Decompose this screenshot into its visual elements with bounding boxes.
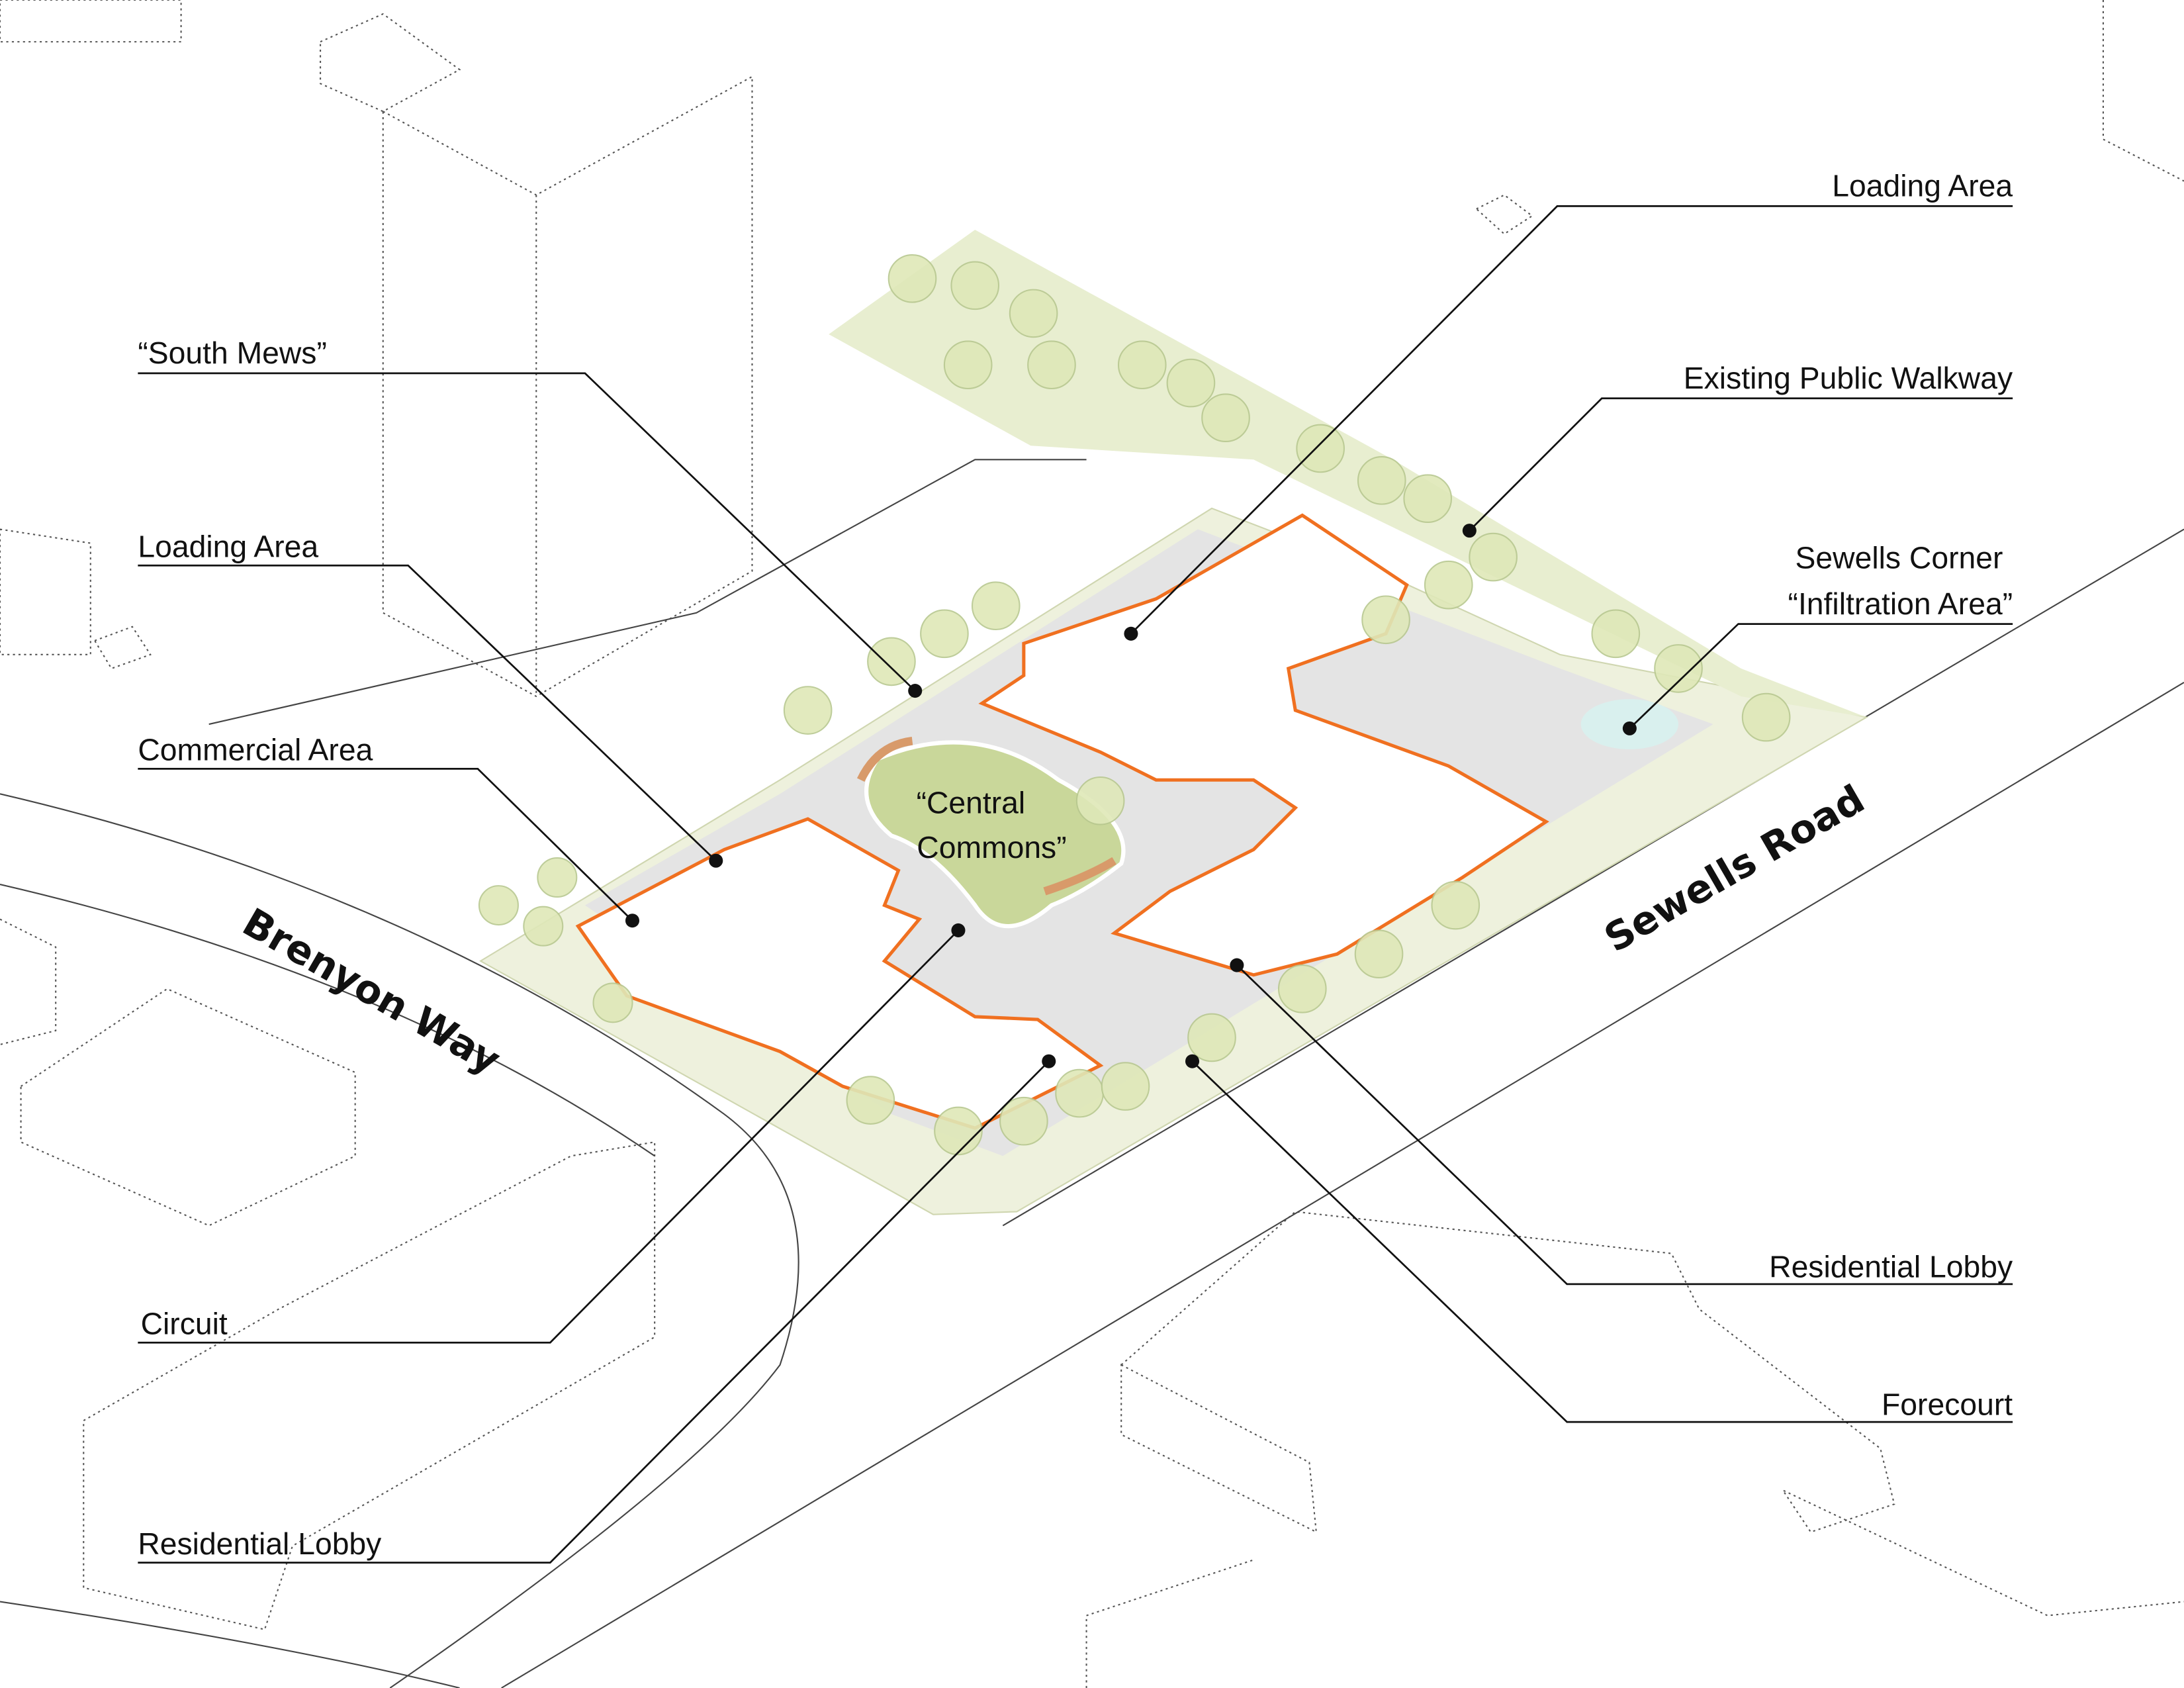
- callout-residential-lobby-left: Residential Lobby: [138, 1054, 1056, 1564]
- building-west: [575, 817, 1104, 1130]
- callout-forecourt: Forecourt: [1185, 1054, 2013, 1423]
- central-commons-green: [864, 740, 1126, 929]
- bench: [1043, 857, 1116, 896]
- site-plan: [478, 230, 1869, 1215]
- label-existing-public-walkway: Existing Public Walkway: [1684, 361, 2013, 395]
- label-central-commons-2: Commons”: [917, 830, 1066, 865]
- label-loading-area-right: Loading Area: [1832, 169, 2013, 203]
- callout-residential-lobby-right: Residential Lobby: [1230, 958, 2013, 1286]
- label-south-mews: “South Mews”: [138, 336, 327, 370]
- callout-loading-area-left: Loading Area: [138, 530, 723, 868]
- label-residential-lobby-right: Residential Lobby: [1769, 1249, 2013, 1284]
- trees: [478, 254, 1791, 1156]
- label-circuit: Circuit: [141, 1307, 228, 1341]
- roads: [0, 459, 2184, 1688]
- north-walkway: [829, 230, 1867, 718]
- callout-existing-public-walkway: Existing Public Walkway: [1462, 361, 2013, 538]
- callout-circuit: Circuit: [138, 923, 966, 1344]
- label-forecourt: Forecourt: [1882, 1387, 2013, 1422]
- building-east: [978, 513, 1549, 977]
- label-residential-lobby-left: Residential Lobby: [138, 1526, 382, 1561]
- label-central-commons-1: “Central: [917, 786, 1026, 820]
- label-loading-area-left: Loading Area: [138, 530, 318, 564]
- bench: [856, 737, 913, 782]
- callout-south-mews: “South Mews”: [138, 336, 923, 698]
- label-sewells-corner-1: Sewells Corner: [1796, 540, 2003, 575]
- label-commercial-area: Commercial Area: [138, 733, 373, 767]
- callout-commercial-area: Commercial Area: [138, 733, 640, 928]
- label-sewells-corner-2: “Infiltration Area”: [1788, 586, 2013, 621]
- road-label-brenyon-way: Brenyon Way: [235, 899, 508, 1083]
- callout-loading-area-right: Loading Area: [1124, 169, 2013, 641]
- callout-sewells-corner: Sewells Corner “Infiltration Area”: [1622, 540, 2013, 735]
